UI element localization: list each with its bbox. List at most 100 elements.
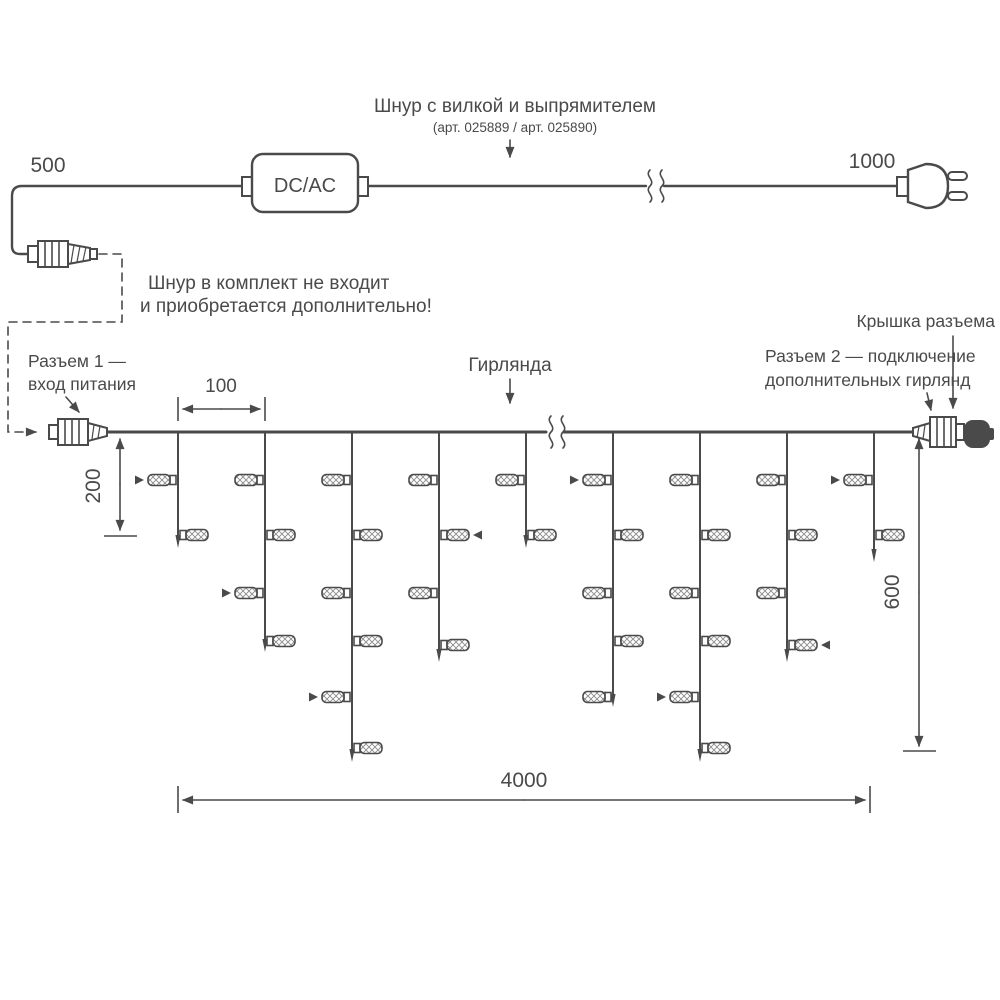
- cord-break-mark: [647, 169, 653, 203]
- icicle-drop: [408, 432, 482, 662]
- cord-wire-left: [10, 184, 245, 256]
- bulb-holder: [691, 587, 699, 599]
- connector1-label-line1: Разъем 1 —: [28, 351, 126, 371]
- thread-hatch: [97, 425, 101, 439]
- adapter-output-connector: [27, 240, 98, 268]
- dc-ac-converter: DC/AC: [241, 152, 369, 214]
- connector-cap: [964, 420, 990, 448]
- led-bulb: [756, 473, 780, 487]
- thread-hatch: [916, 425, 920, 439]
- bulb-holder: [875, 529, 883, 541]
- dim-total-value: 4000: [501, 769, 548, 792]
- bulb-holder: [266, 529, 274, 541]
- bulb-holder: [604, 474, 612, 486]
- dimension-total-length: 4000: [177, 769, 871, 813]
- led-bulb: [446, 638, 470, 652]
- led-bulb: [582, 586, 606, 600]
- flash-indicator-arrow: [135, 475, 144, 485]
- flash-indicator-arrow: [309, 692, 318, 702]
- led-bulb: [707, 528, 731, 542]
- icicle-drop: [309, 432, 383, 762]
- bulb-holder: [343, 587, 351, 599]
- bulb-holder: [440, 639, 448, 651]
- bulb-holder: [788, 529, 796, 541]
- icicle-drop: [222, 432, 296, 652]
- connector-stub: [48, 424, 59, 440]
- connector-cap-knob: [988, 428, 994, 440]
- bulb-holder: [343, 691, 351, 703]
- flash-indicator-arrow: [831, 475, 840, 485]
- bulb-holder: [604, 691, 612, 703]
- not-included-note-line1: Шнур в комплект не входит: [148, 273, 390, 294]
- thread-hatch: [70, 244, 75, 264]
- not-included-note-line2: и приобретается дополнительно!: [140, 296, 432, 317]
- led-bulb: [359, 634, 383, 648]
- connector2-label-line1: Разъем 2 — подключение: [765, 346, 976, 366]
- led-bulb: [582, 473, 606, 487]
- led-bulb: [359, 741, 383, 755]
- plug-neck: [896, 176, 909, 197]
- thread-hatch: [82, 246, 87, 262]
- bulb-holder: [256, 474, 264, 486]
- icicle-drops-layer: [135, 432, 905, 762]
- flash-indicator-arrow: [570, 475, 579, 485]
- bulb-holder: [353, 742, 361, 754]
- converter-body: [250, 152, 360, 214]
- icicle-drop: [570, 432, 644, 707]
- thread-hatch: [76, 245, 81, 263]
- bulb-holder: [701, 742, 709, 754]
- bulb-holder: [778, 474, 786, 486]
- bulb-holder: [691, 691, 699, 703]
- cord-break-mark: [659, 169, 665, 203]
- flash-indicator-arrow: [473, 530, 482, 540]
- connector1-power-input: [48, 418, 108, 446]
- garland-break-mark: [560, 415, 566, 449]
- bulb-holder: [517, 474, 525, 486]
- bulb-holder: [604, 587, 612, 599]
- bulb-holder: [701, 529, 709, 541]
- cap-label: Крышка разъема: [856, 311, 995, 331]
- bulb-holder: [430, 587, 438, 599]
- bulb-holder: [788, 639, 796, 651]
- bulb-holder: [179, 529, 187, 541]
- bulb-holder: [343, 474, 351, 486]
- led-bulb: [533, 528, 557, 542]
- bulb-holder: [865, 474, 873, 486]
- led-bulb: [321, 473, 345, 487]
- connector1-label-line2: вход питания: [28, 374, 136, 394]
- bulb-holder: [691, 474, 699, 486]
- bulb-holder: [778, 587, 786, 599]
- led-bulb: [321, 586, 345, 600]
- dim-left-drop-value: 200: [82, 468, 105, 503]
- garland-label: Гирлянда: [468, 355, 552, 376]
- connector2-label-line2: дополнительных гирлянд: [765, 370, 970, 390]
- mains-plug: [896, 162, 968, 210]
- drop-tip: [871, 549, 877, 562]
- led-bulb: [272, 634, 296, 648]
- connector1-leader-arrow: [65, 396, 80, 413]
- flash-indicator-arrow: [821, 640, 830, 650]
- connector-stub: [955, 423, 965, 441]
- bulb-holder: [614, 635, 622, 647]
- drop-tip: [436, 649, 442, 662]
- thread-hatch: [91, 424, 95, 440]
- plug-body: [906, 162, 950, 210]
- led-bulb: [446, 528, 470, 542]
- connector2-leader-arrow: [924, 392, 934, 412]
- cord-article-numbers: (арт. 025889 / арт. 025890): [433, 120, 597, 135]
- connector2-extension: [912, 416, 994, 448]
- plug-prong-top: [947, 171, 968, 181]
- thread-hatch: [922, 424, 926, 440]
- bulb-holder: [353, 529, 361, 541]
- bulb-holder: [256, 587, 264, 599]
- led-bulb: [582, 690, 606, 704]
- led-bulb: [756, 586, 780, 600]
- led-bulb: [495, 473, 519, 487]
- connector-thread: [912, 421, 931, 443]
- bulb-holder: [527, 529, 535, 541]
- led-bulb: [408, 586, 432, 600]
- converter-label: DC/AC: [274, 175, 336, 197]
- not-included-dashed-path: [7, 253, 123, 437]
- led-bulb: [147, 473, 171, 487]
